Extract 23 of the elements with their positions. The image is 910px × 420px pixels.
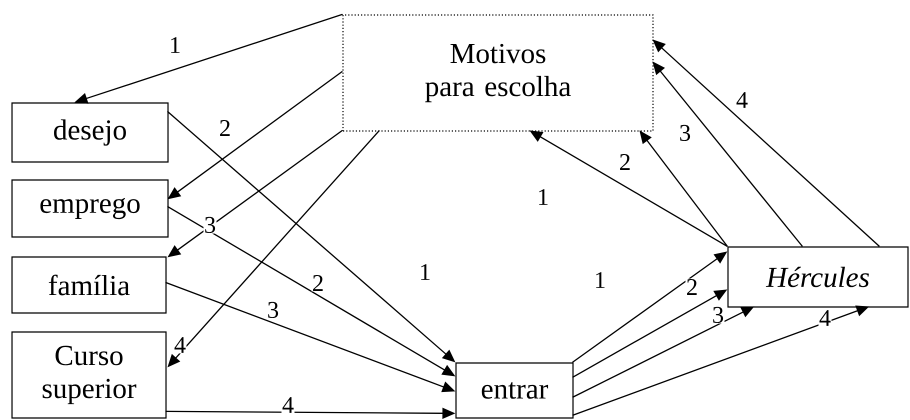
text-box: emprego (11, 179, 169, 238)
edge-label: 3 (266, 301, 280, 319)
edge-label: 2 (312, 274, 324, 292)
edge-label: 4 (282, 396, 294, 414)
text-box: desejo (11, 102, 169, 163)
text-box: Hércules (727, 246, 909, 308)
edge-label: 2 (618, 154, 632, 170)
edge-label: 3 (204, 216, 217, 234)
edge-label: 4 (818, 310, 832, 326)
text-box: família (11, 256, 167, 314)
edge-label: 2 (218, 120, 232, 136)
edge-label: 4 (736, 92, 748, 108)
text-box: Curso superior (11, 331, 167, 419)
text-box: Motivos para escolha (342, 14, 654, 132)
text-box: entrar (455, 362, 574, 419)
edge-label: 1 (418, 264, 432, 280)
edge-label: 3 (678, 124, 692, 142)
edge-label: 1 (594, 272, 606, 288)
edge-label: 3 (712, 306, 724, 324)
edge-label: 1 (168, 36, 182, 54)
edge-label: 1 (536, 188, 550, 206)
edge-label: 2 (686, 278, 698, 296)
edge-label: 4 (174, 336, 186, 354)
